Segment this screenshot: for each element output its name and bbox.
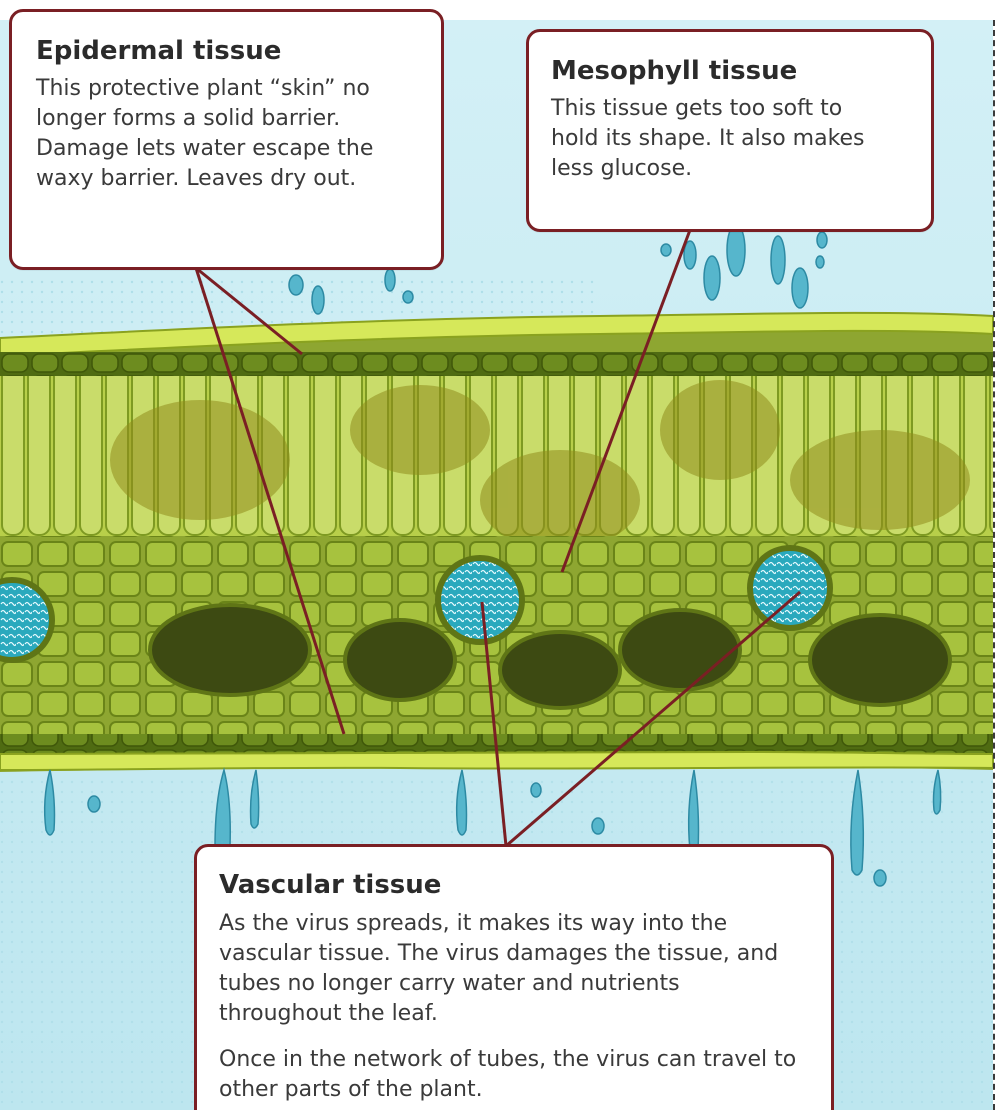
epidermal-callout: Epidermal tissue This protective plant “… bbox=[9, 9, 444, 270]
mesophyll-title: Mesophyll tissue bbox=[551, 54, 911, 88]
vascular-callout: Vascular tissue As the virus spreads, it… bbox=[194, 844, 834, 1110]
mesophyll-callout: Mesophyll tissue This tissue gets too so… bbox=[526, 29, 934, 232]
epidermal-title: Epidermal tissue bbox=[36, 34, 419, 68]
page-edge-dashed-line bbox=[993, 20, 995, 1110]
epidermal-body: This protective plant “skin” no longer f… bbox=[36, 74, 406, 194]
vascular-body-1: As the virus spreads, it makes its way i… bbox=[219, 909, 809, 1029]
vascular-title: Vascular tissue bbox=[219, 867, 809, 903]
mesophyll-body: This tissue gets too soft to hold its sh… bbox=[551, 94, 881, 184]
vascular-body-2: Once in the network of tubes, the virus … bbox=[219, 1045, 809, 1105]
